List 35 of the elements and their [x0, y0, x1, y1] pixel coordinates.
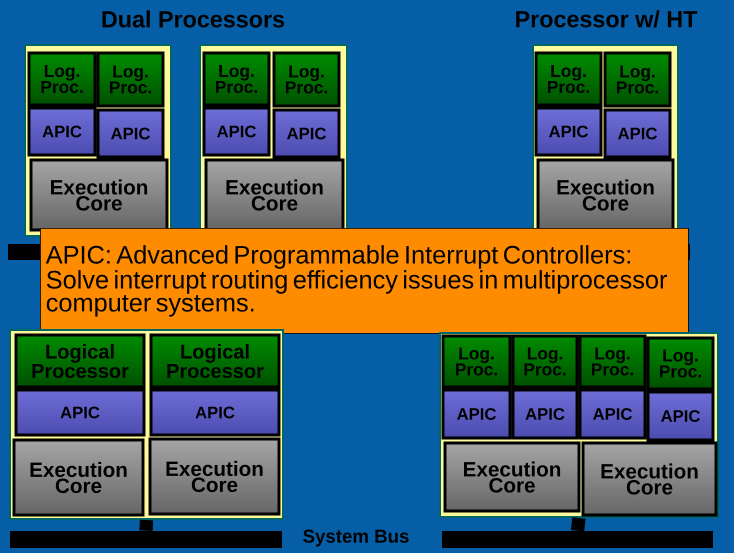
- apic-box: APIC: [442, 388, 512, 440]
- apic-box: APIC: [512, 388, 578, 440]
- apic-box: APIC: [96, 108, 164, 158]
- bus-bar: [442, 531, 713, 548]
- apic-box: APIC: [604, 108, 672, 158]
- logical-processor-box: Log. Proc.: [202, 52, 270, 106]
- heading: Processor w/ HT: [516, 10, 698, 28]
- apic-box: APIC: [646, 390, 714, 442]
- bus-connector: [139, 520, 154, 532]
- apic-box: APIC: [578, 388, 646, 440]
- apic-box: APIC: [272, 108, 340, 158]
- logical-processor-box: Log. Proc.: [28, 52, 96, 106]
- apic-box: APIC: [28, 106, 96, 156]
- heading: Dual Processors: [102, 10, 284, 28]
- apic-box: APIC: [14, 388, 146, 436]
- logical-processor-box: Logical Processor: [150, 334, 280, 388]
- logical-processor-box: Log. Proc.: [646, 336, 714, 390]
- apic-box: APIC: [150, 388, 280, 436]
- logical-processor-box: Log. Proc.: [272, 52, 340, 108]
- apic-box: APIC: [202, 106, 270, 156]
- execution-core-box: Execution Core: [444, 442, 580, 512]
- logical-processor-box: Log. Proc.: [442, 334, 512, 388]
- logical-processor-box: Logical Processor: [14, 334, 146, 388]
- annotation-tooltip: APIC: Advanced Programmable Interrupt Controllers: Solve interrupt routing efficiency issues in multiprocessor computer systems.: [40, 228, 689, 334]
- logical-processor-box: Log. Proc.: [604, 52, 672, 108]
- bus-label: System Bus: [303, 530, 409, 546]
- bus-bar: [10, 531, 282, 548]
- bus-connector: [570, 517, 586, 532]
- logical-processor-box: Log. Proc.: [534, 52, 602, 106]
- logical-processor-box: Log. Proc.: [578, 334, 646, 388]
- execution-core-box: Execution Core: [12, 438, 144, 516]
- execution-core-box: Execution Core: [148, 438, 280, 516]
- apic-box: APIC: [534, 106, 602, 156]
- logical-processor-box: Log. Proc.: [512, 334, 578, 388]
- logical-processor-box: Log. Proc.: [96, 52, 164, 108]
